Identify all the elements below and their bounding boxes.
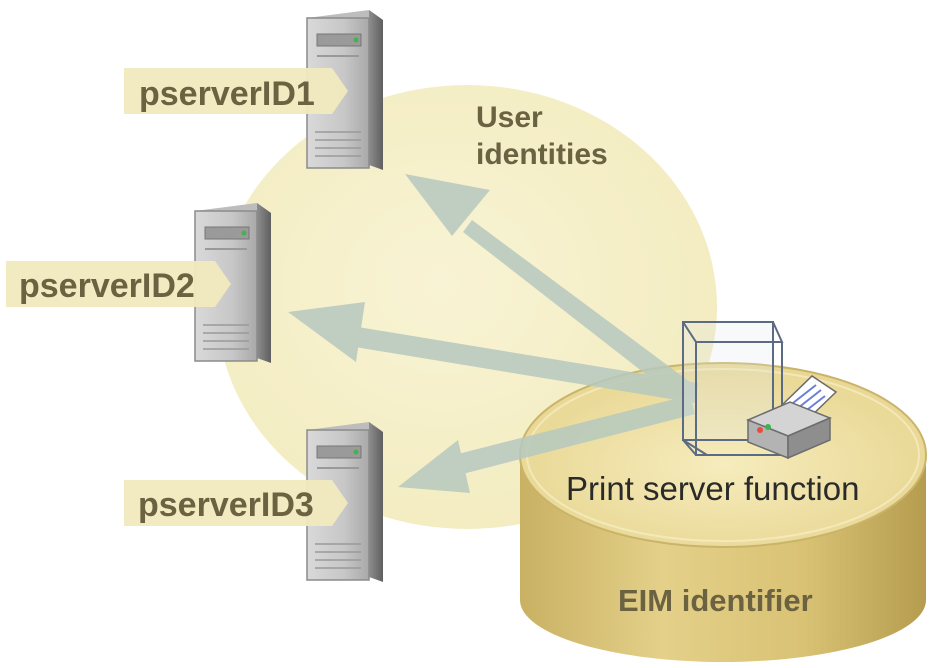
arrow-to-pserverid1	[405, 174, 698, 404]
tag-pserverid1	[124, 68, 348, 114]
tag-pserverid3	[124, 480, 348, 526]
server-tower-icon	[194, 203, 271, 363]
label-print-server-function: Print server function	[566, 470, 860, 507]
mapping-arrows	[288, 174, 698, 493]
tag-pserverid2	[6, 261, 231, 307]
label-pserverid1: pserverID1	[139, 75, 315, 113]
label-pserverid3: pserverID3	[138, 486, 314, 524]
arrow-to-pserverid2	[288, 302, 698, 403]
label-user-identities-line2: identities	[476, 138, 608, 171]
label-user-identities: User identities	[476, 99, 608, 173]
label-user-identities-line1: User	[476, 101, 543, 134]
label-eim-identifier: EIM identifier	[618, 583, 813, 618]
label-pserverid2: pserverID2	[19, 267, 195, 305]
printer-icon	[746, 375, 838, 460]
arrow-to-pserverid3	[398, 395, 695, 493]
server-pserverid2	[194, 203, 271, 363]
